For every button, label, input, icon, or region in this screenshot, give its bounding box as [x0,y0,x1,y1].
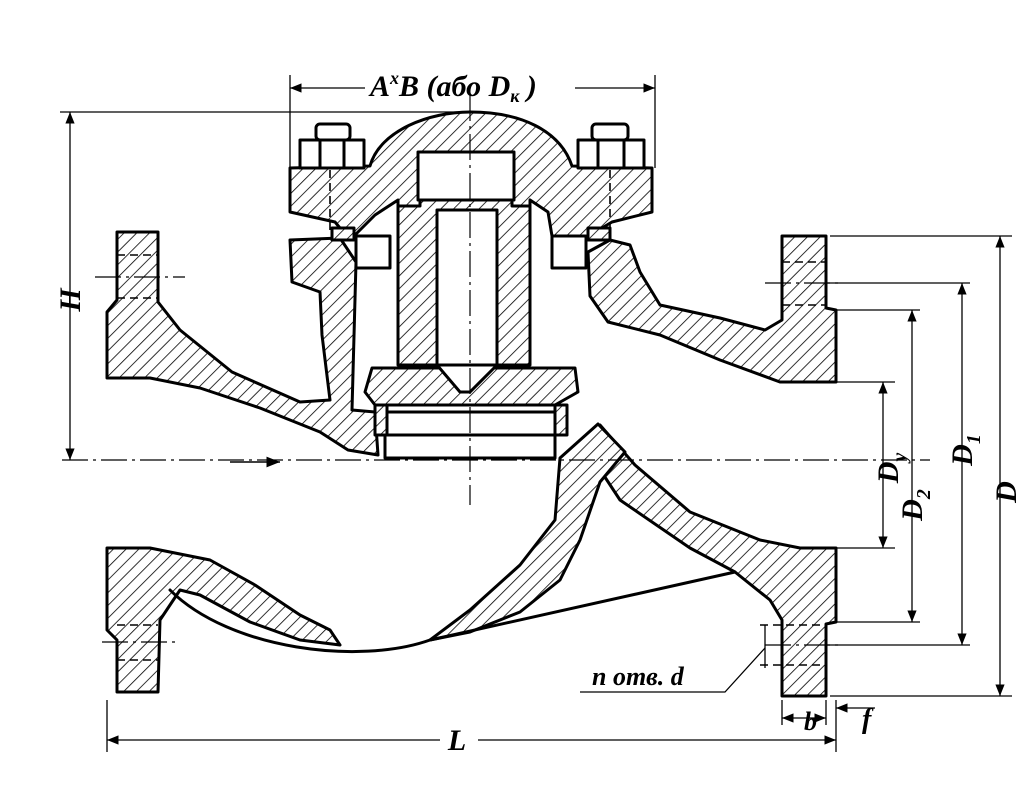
gasket-left [330,226,356,242]
bolt-holes-label: n отв. d [592,662,685,691]
stem-inner [435,208,499,367]
dy-label: Dy [872,453,911,485]
bowl-line [168,570,737,653]
height-label: H [54,287,87,313]
top-dimension-label: AxB (або Dк ) [368,68,537,106]
gasket-right [586,226,612,242]
left-lower-flange [105,546,342,694]
bolt-left [298,122,366,170]
flange-f-label: f [862,704,874,735]
d1-label: D1 [946,434,985,467]
bolt-right [576,122,646,170]
left-flange [105,230,380,457]
length-label: L [447,724,466,757]
right-lower-flange [593,423,838,698]
seal-right [553,403,569,437]
valve-bonnet [288,110,654,460]
dimension-lines [60,75,1012,752]
seal-left [373,403,389,437]
hidden-lines [117,170,826,666]
d2-label: D2 [896,489,935,522]
labels: AxB (або Dк ) H L n отв. d b f Dy D2 D1 … [54,68,1023,757]
d-label: D [990,481,1023,504]
flange-b-label: b [804,707,817,736]
seat-partition [428,422,627,642]
guide-left [354,234,392,270]
right-flange [586,234,838,384]
valve-body [105,230,838,698]
stem-bore [416,150,516,202]
guide-right [550,234,588,270]
